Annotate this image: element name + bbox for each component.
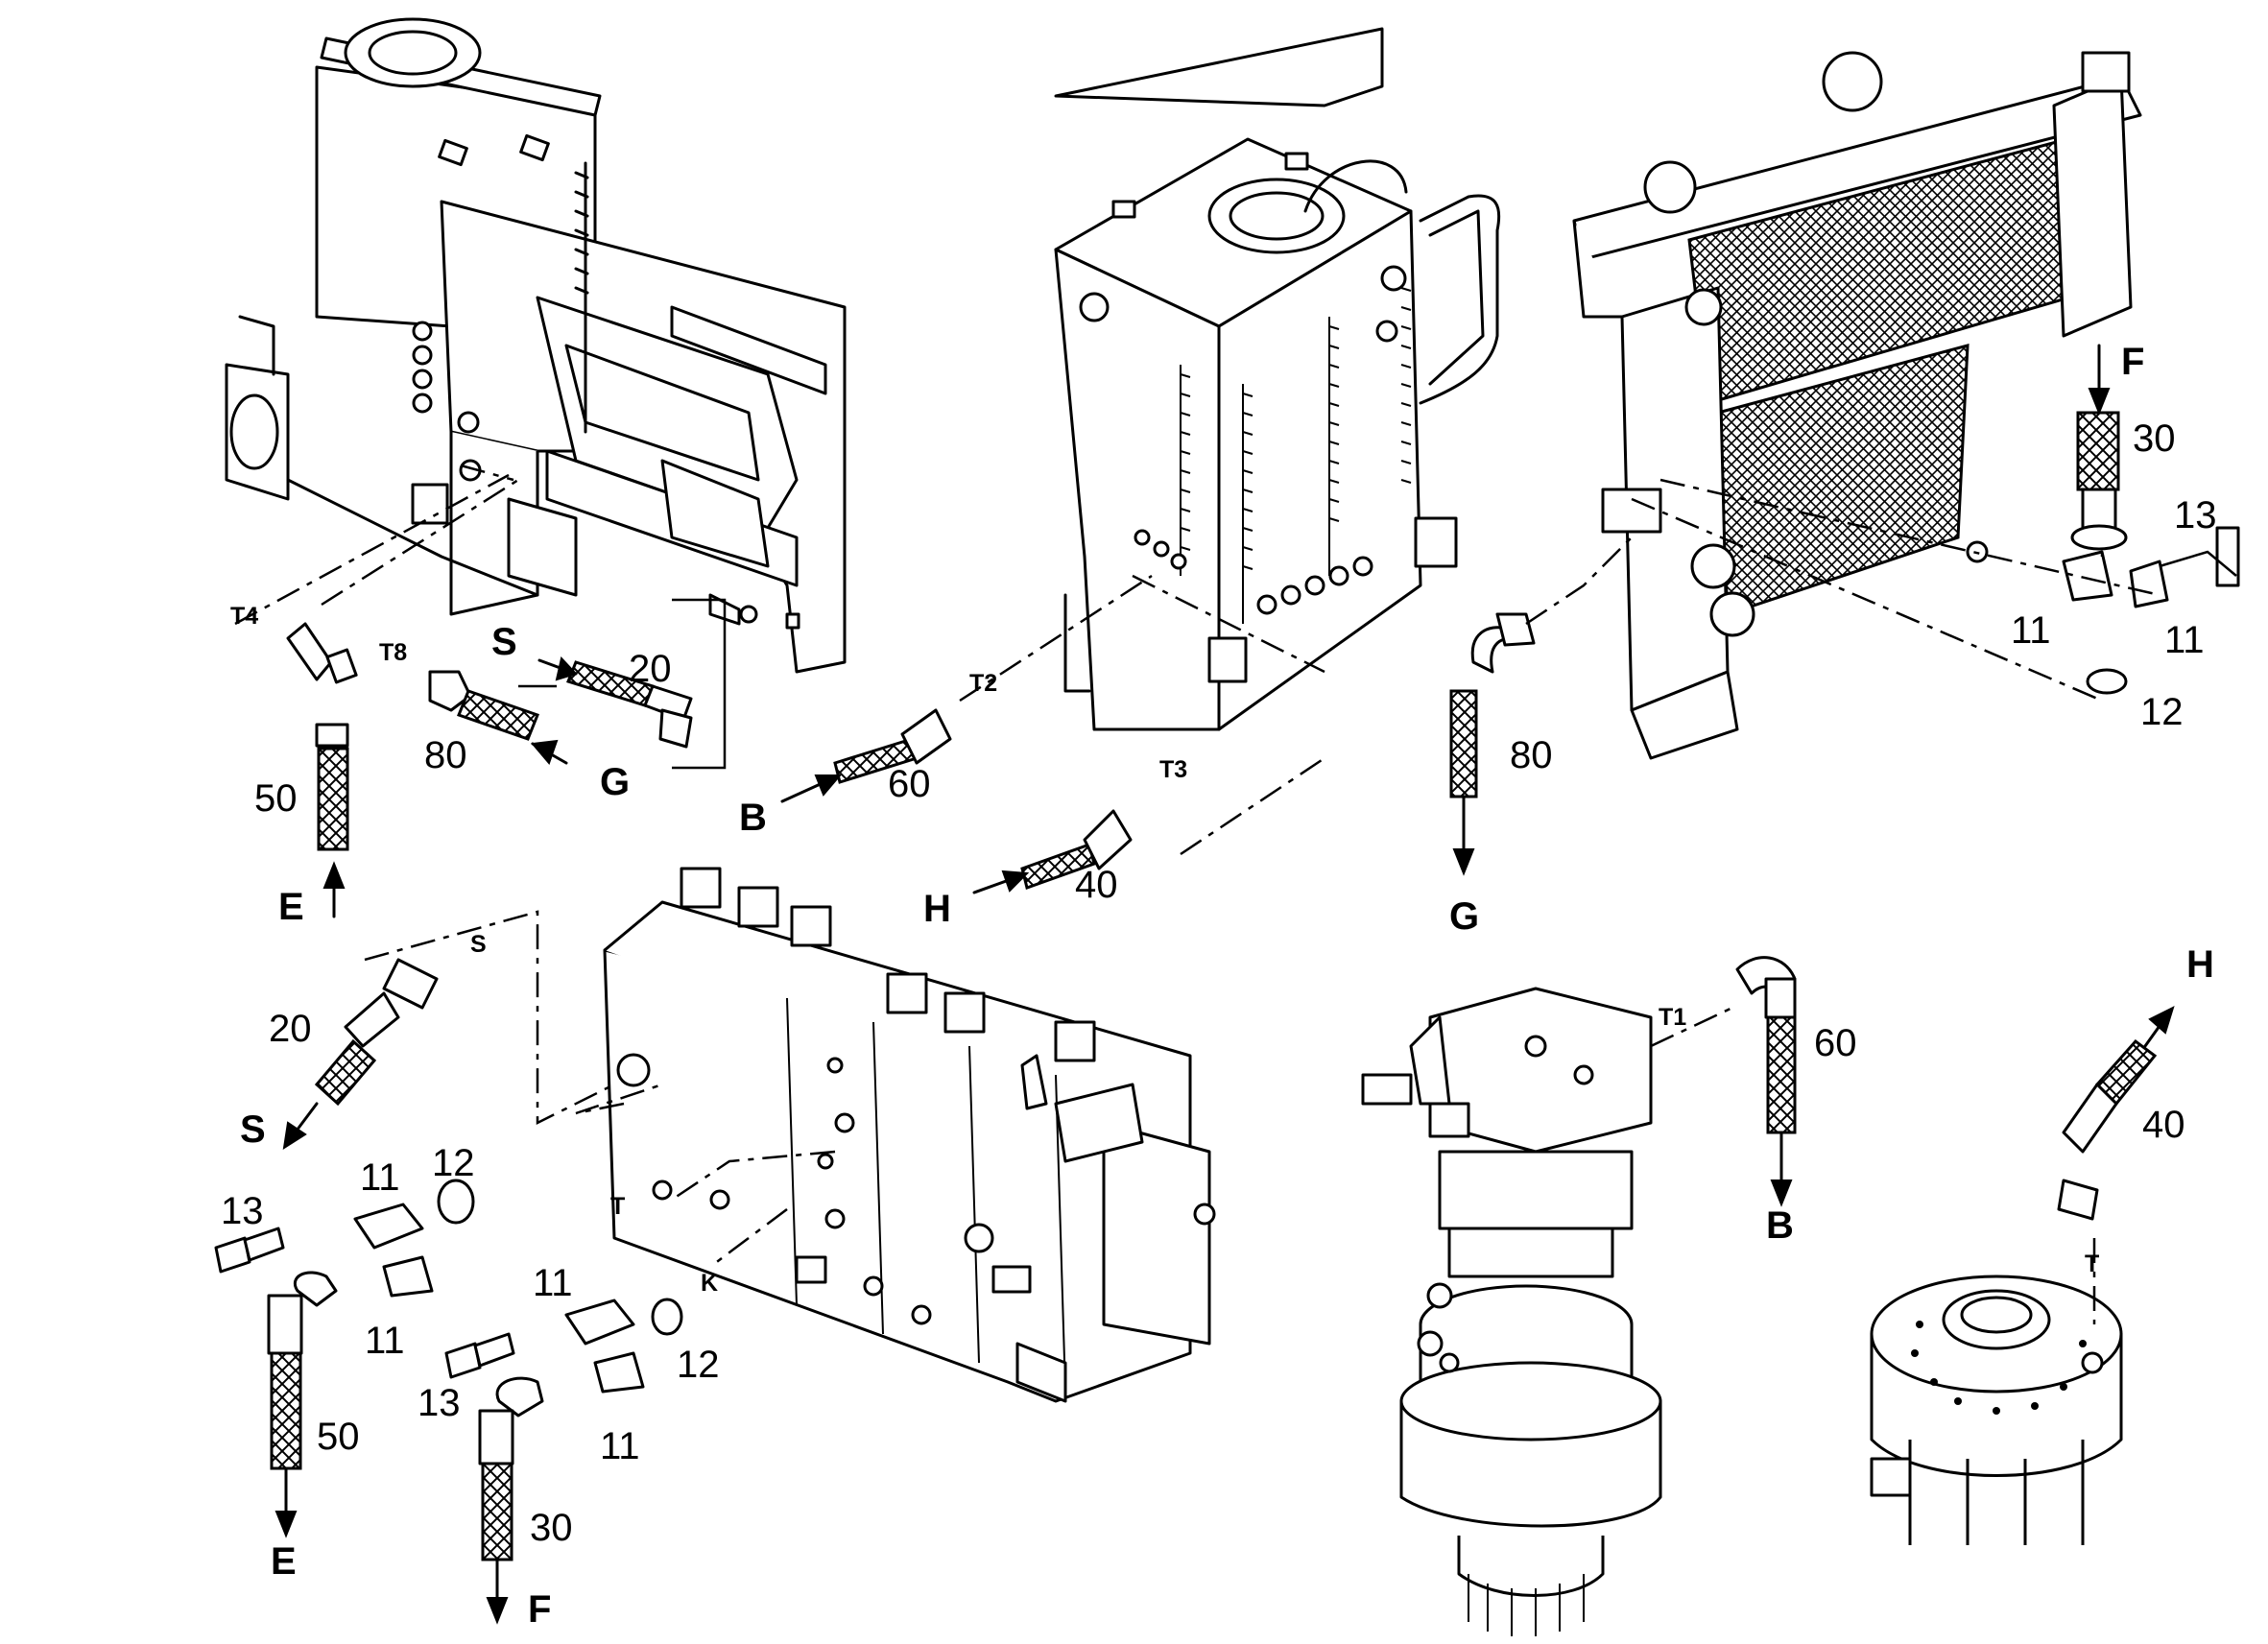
- letter-H: H: [2186, 943, 2214, 986]
- swivel-joint: [1870, 1275, 2123, 1545]
- callout-80: 80: [424, 734, 467, 776]
- port-S: S: [470, 931, 487, 958]
- port-T1: T1: [1659, 1004, 1686, 1031]
- callout-11: 11: [533, 1262, 573, 1304]
- callout-50: 50: [317, 1416, 360, 1458]
- port-T3: T3: [1159, 756, 1187, 783]
- port-T: T: [610, 1193, 625, 1220]
- flow-letters: S G E B H G F S E F B H: [240, 341, 2214, 1631]
- letter-B: B: [739, 797, 767, 839]
- port-labels: T4 T8 T2 T3 S T K T1 T: [230, 603, 2099, 1297]
- port-K: K: [701, 1270, 718, 1297]
- callout-40: 40: [1075, 864, 1118, 906]
- port-T2: T2: [969, 670, 997, 697]
- callout-30: 30: [2133, 417, 2176, 460]
- port-T4: T4: [230, 603, 258, 630]
- leader-lines: [234, 464, 2237, 1324]
- callout-12: 12: [677, 1344, 720, 1386]
- letter-B: B: [1766, 1204, 1794, 1247]
- swing-motor-gearbox: [1361, 987, 1662, 1636]
- callout-11: 11: [365, 1320, 405, 1362]
- callout-40: 40: [2142, 1104, 2185, 1146]
- control-valve-block: [603, 867, 1216, 1403]
- callout-80: 80: [1510, 734, 1553, 776]
- callout-20: 20: [629, 648, 672, 690]
- letter-G: G: [600, 761, 630, 803]
- letter-F: F: [528, 1588, 551, 1631]
- callout-13: 13: [221, 1190, 264, 1232]
- callout-12: 12: [2140, 691, 2184, 733]
- frame-assembly: [225, 17, 847, 674]
- callout-50: 50: [254, 777, 298, 820]
- callout-30: 30: [530, 1507, 573, 1549]
- letter-H: H: [923, 888, 951, 930]
- flow-arrows: [275, 344, 2175, 1625]
- letter-E: E: [271, 1540, 297, 1583]
- callout-20: 20: [269, 1008, 312, 1050]
- letter-G: G: [1449, 895, 1479, 938]
- callout-11: 11: [360, 1156, 400, 1199]
- callout-11: 11: [2011, 609, 2051, 652]
- hydraulic-tank: [1054, 27, 1501, 731]
- port-T8: T8: [379, 639, 407, 666]
- letter-S: S: [491, 621, 517, 663]
- callout-numbers: 20 80 50 60 40 80 30 13 11 11 12 20 11 1…: [221, 417, 2217, 1549]
- letter-F: F: [2121, 341, 2144, 383]
- hose-fittings: [214, 411, 2240, 1561]
- callout-13: 13: [2174, 494, 2217, 536]
- callout-11: 11: [2164, 619, 2205, 661]
- callout-12: 12: [432, 1142, 475, 1184]
- callout-60: 60: [888, 763, 931, 805]
- callout-60: 60: [1814, 1022, 1857, 1064]
- letter-S: S: [240, 1108, 266, 1151]
- letter-E: E: [278, 886, 304, 928]
- oil-cooler: [1572, 51, 2142, 760]
- port-T-swivel: T: [2085, 1251, 2099, 1277]
- callout-11: 11: [600, 1425, 640, 1467]
- callout-13: 13: [418, 1382, 461, 1424]
